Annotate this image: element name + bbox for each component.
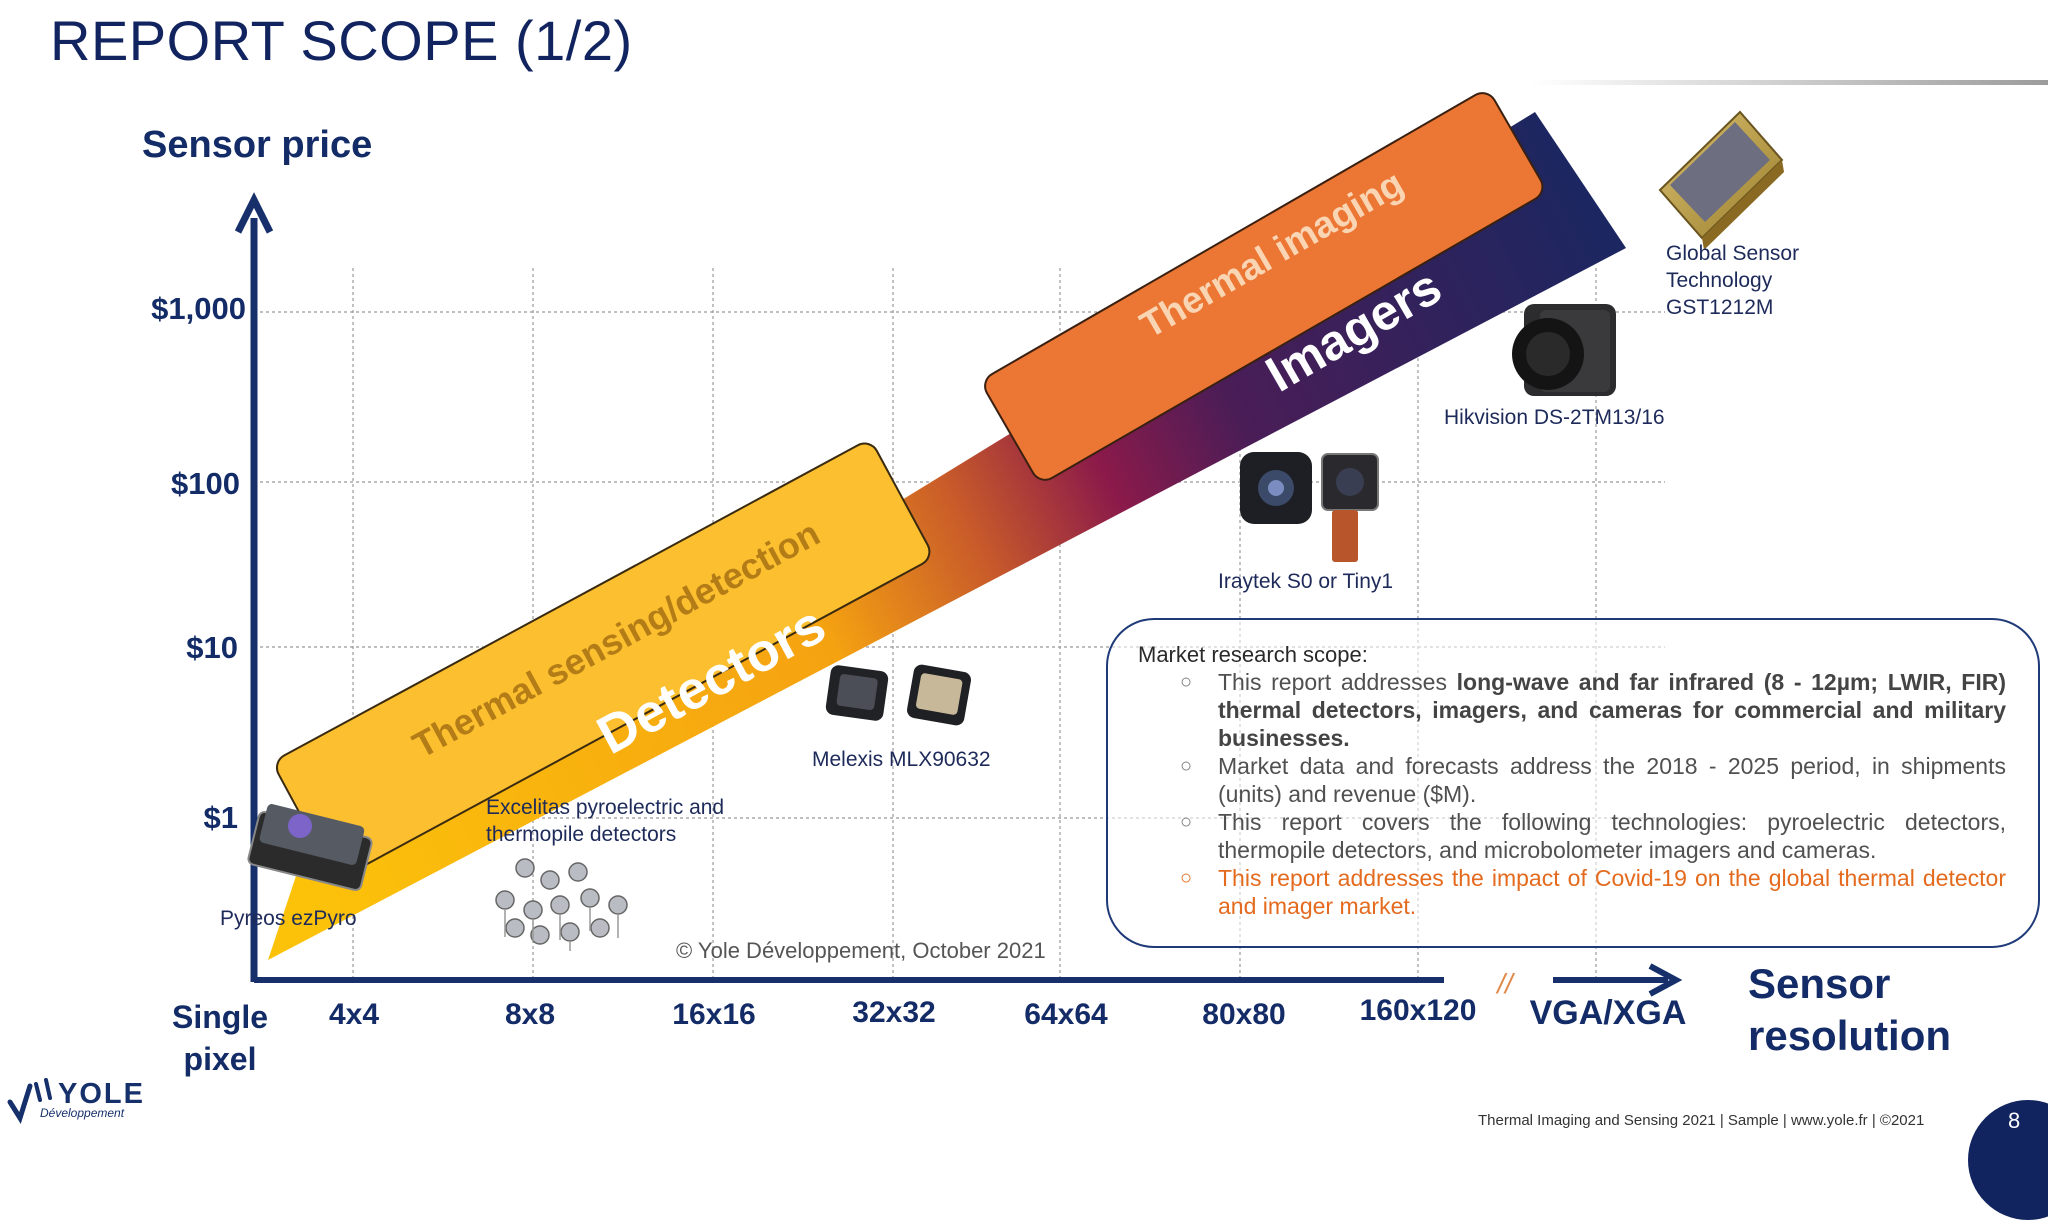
footer-text: Thermal Imaging and Sensing 2021 | Sampl…	[1478, 1112, 1925, 1129]
bullet-icon: ○	[1180, 755, 1193, 777]
caption-excelitas: Excelitas pyroelectric and thermopile de…	[486, 794, 724, 848]
scope-item-1: ○ This report addresses long-wave and fa…	[1180, 668, 2006, 752]
x-axis-title-line1: Sensor	[1748, 960, 1891, 1007]
caption-melexis: Melexis MLX90632	[812, 748, 991, 771]
gst-sensor-image	[1658, 110, 1784, 250]
x-axis-title: Sensor resolution	[1748, 958, 1951, 1062]
thermal-imaging-box	[984, 92, 1544, 481]
y-tick-1: $1	[203, 800, 238, 835]
caption-iraytek: Iraytek S0 or Tiny1	[1218, 570, 1394, 593]
melexis-sensor-image	[825, 664, 971, 726]
scope-box	[1106, 618, 2040, 948]
y-axis-arrow	[234, 192, 274, 234]
scope-item-1-text: This report addresses	[1218, 669, 1457, 695]
scope-heading: Market research scope:	[1138, 642, 1368, 667]
scope-item-1-bold: long-wave and far infrared (8 - 12µm; LW…	[1218, 669, 2006, 751]
caption-gst: Global Sensor Technology GST1212M	[1666, 240, 1799, 321]
scope-list: ○ This report addresses long-wave and fa…	[1180, 668, 2006, 920]
caption-pyreos: Pyreos ezPyro	[220, 907, 357, 930]
yole-logo-icon	[7, 1078, 52, 1124]
pyreos-sensor-image	[247, 804, 373, 891]
caption-excelitas-line2: thermopile detectors	[486, 823, 677, 846]
scope-item-4: ○ This report addresses the impact of Co…	[1180, 864, 2006, 920]
top-divider	[1530, 80, 2048, 85]
x-axis-arrow	[1648, 963, 1683, 997]
scope-item-2-text: Market data and forecasts address the 20…	[1218, 753, 2006, 807]
excelitas-detectors-image	[495, 858, 628, 951]
hikvision-camera-image	[1512, 304, 1616, 396]
x-tick-16x16: 16x16	[672, 998, 756, 1031]
x-tick-single-pixel: Single pixel	[160, 996, 280, 1080]
x-tick-160x120: 160x120	[1359, 994, 1477, 1027]
y-tick-10: $10	[186, 630, 238, 665]
caption-gst-line1: Global Sensor	[1666, 242, 1800, 265]
x-tick-vga-xga: VGA/XGA	[1529, 994, 1687, 1032]
y-axis-title: Sensor price	[142, 124, 373, 166]
x-tick-single-line2: pixel	[183, 1041, 257, 1077]
x-tick-64x64: 64x64	[1024, 998, 1108, 1031]
caption-gst-line3: GST1212M	[1666, 296, 1774, 319]
caption-hikvision: Hikvision DS-2TM13/16	[1444, 406, 1665, 429]
bullet-icon: ○	[1180, 671, 1193, 693]
page-number: 8	[2008, 1108, 2021, 1133]
axis-break-mark: //	[1495, 968, 1516, 999]
diagram-canvas: Thermal sensing/detection Detectors Ther…	[234, 92, 1784, 999]
copyright-note: © Yole Développement, October 2021	[676, 938, 1046, 963]
logo-subtitle: Développement	[40, 1106, 125, 1120]
x-tick-80x80: 80x80	[1202, 998, 1286, 1031]
caption-gst-line2: Technology	[1666, 269, 1773, 292]
scope-item-2: ○ Market data and forecasts address the …	[1180, 752, 2006, 808]
x-tick-single-line1: Single	[171, 999, 268, 1035]
caption-excelitas-line1: Excelitas pyroelectric and	[486, 796, 725, 819]
scope-item-3-text: This report covers the following technol…	[1218, 809, 2006, 863]
scope-item-4-text: This report addresses the impact of Covi…	[1218, 865, 2006, 919]
x-axis-title-line2: resolution	[1748, 1012, 1952, 1059]
x-tick-4x4: 4x4	[328, 998, 380, 1031]
bullet-icon: ○	[1180, 867, 1193, 889]
bullet-icon: ○	[1180, 811, 1193, 833]
x-tick-8x8: 8x8	[504, 998, 556, 1031]
iraytek-camera-image	[1240, 452, 1379, 562]
logo-name: YOLE	[58, 1078, 145, 1110]
x-tick-32x32: 32x32	[852, 996, 936, 1029]
y-tick-1000: $1,000	[151, 291, 246, 326]
y-tick-100: $100	[171, 466, 240, 501]
scope-item-3: ○ This report covers the following techn…	[1180, 808, 2006, 864]
slide-title: REPORT SCOPE (1/2)	[50, 9, 633, 72]
